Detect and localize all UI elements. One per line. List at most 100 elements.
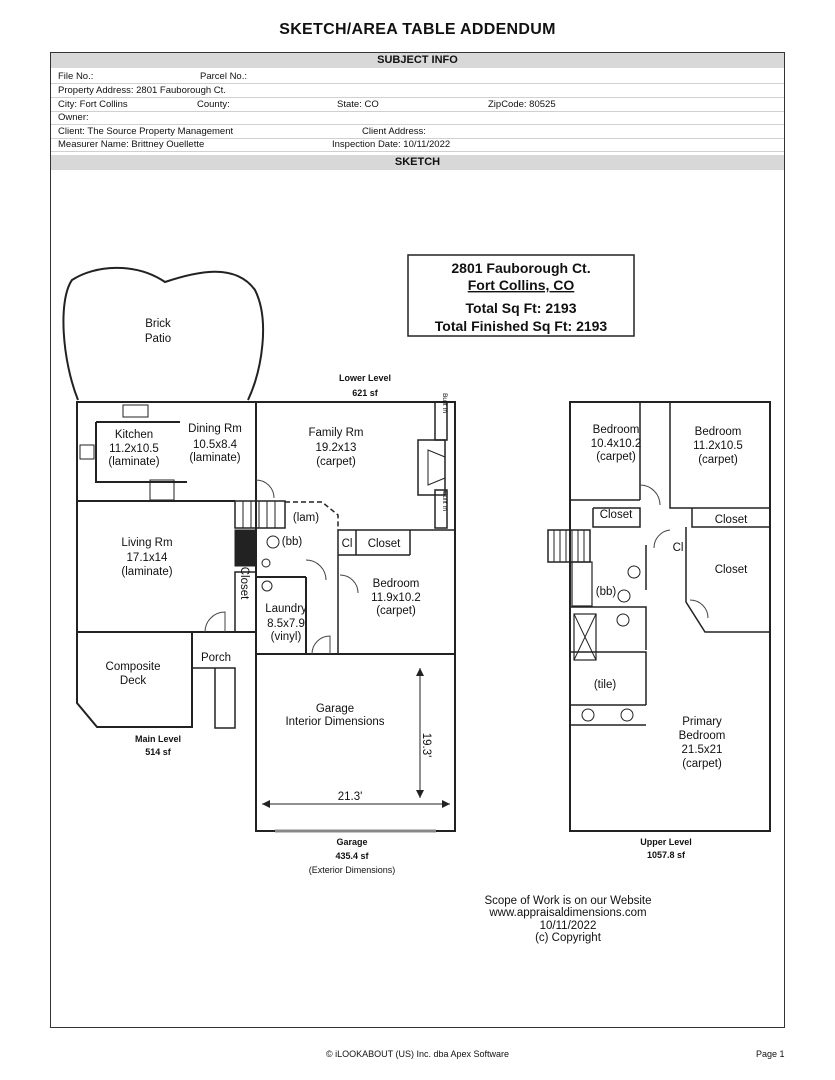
living-floor: (laminate) (121, 566, 172, 578)
county-label: County: (197, 99, 230, 110)
bed1-floor: (carpet) (596, 451, 636, 463)
upper-level-label: Upper Level (640, 837, 692, 847)
primary-name-1: Primary (682, 716, 722, 728)
deck-label-2: Deck (120, 675, 146, 687)
summary-total-finished-sqft: Total Finished Sq Ft: 2193 (435, 318, 608, 334)
cl-label-upper: Cl (673, 542, 684, 554)
laundry-size: 8.5x7.9 (267, 618, 305, 630)
family-name: Family Rm (309, 427, 364, 439)
lower-level-area: 621 sf (352, 388, 379, 398)
laundry-floor: (vinyl) (271, 631, 302, 643)
summary-city: Fort Collins, CO (468, 277, 575, 293)
sketch-heading: SKETCH (51, 155, 784, 170)
patio-label-2: Patio (145, 333, 171, 345)
client: Client: The Source Property Management (58, 126, 234, 137)
property-address: Property Address: 2801 Fauborough Ct. (58, 85, 226, 96)
closet-label-upper-3: Closet (715, 564, 748, 576)
file-row: File No.: Parcel No.: (51, 70, 784, 84)
tile-label: (tile) (594, 679, 617, 691)
measurer-row: Measurer Name: Brittney Ouellette Inspec… (51, 138, 784, 152)
file-no-label: File No.: (58, 71, 94, 82)
primary-size: 21.5x21 (682, 744, 723, 756)
main-level-area: 514 sf (145, 747, 172, 757)
living-size: 17.1x14 (127, 552, 169, 564)
page-number: Page 1 (756, 1049, 785, 1059)
bed2-size: 11.2x10.5 (693, 440, 743, 452)
porch-outline (191, 632, 236, 729)
family-floor: (carpet) (316, 456, 356, 468)
city: City: Fort Collins (58, 99, 128, 110)
bb-label-lower: (bb) (282, 536, 303, 548)
lower-bedroom-floor: (carpet) (376, 605, 416, 617)
closet-label-upper-1: Closet (600, 509, 633, 521)
client-row: Client: The Source Property Management C… (51, 125, 784, 139)
stairs-upper (547, 529, 591, 563)
inspection-date: Inspection Date: 10/11/2022 (332, 139, 451, 150)
scope-line-3: 10/11/2022 (540, 920, 597, 932)
summary-box (407, 254, 635, 337)
garage-level-label: Garage (336, 837, 367, 847)
client-address-label: Client Address: (362, 126, 426, 137)
family-size: 19.2x13 (316, 442, 357, 454)
garage-label-1: Garage (316, 703, 354, 715)
garage-label-2: Interior Dimensions (285, 716, 384, 728)
closet-label-vertical: Closet (238, 567, 250, 600)
garage-width: 21.3' (338, 791, 363, 803)
deck-label-1: Composite (106, 661, 161, 673)
scope-line-4: (c) Copyright (535, 932, 602, 944)
main-level-label: Main Level (135, 734, 181, 744)
lam-label: (lam) (293, 512, 319, 524)
garage-depth: 19.3' (420, 733, 432, 758)
summary-address: 2801 Fauborough Ct. (451, 260, 590, 276)
dining-floor: (laminate) (189, 452, 240, 464)
owner-row: Owner: (51, 111, 784, 125)
closet-label-lower: Closet (368, 538, 401, 550)
bed2-floor: (carpet) (698, 454, 738, 466)
main-level-outline (76, 401, 257, 633)
footer-copyright: © iLOOKABOUT (US) Inc. dba Apex Software (325, 1049, 510, 1059)
brick-patio-outline (62, 266, 265, 401)
kitchen-floor: (laminate) (108, 456, 159, 468)
stairs-main (234, 500, 286, 529)
garage-level-area: 435.4 sf (335, 851, 369, 861)
bb-label-upper: (bb) (596, 586, 617, 598)
scope-line-2: www.appraisaldimensions.com (488, 907, 646, 919)
primary-name-2: Bedroom (679, 730, 726, 742)
primary-floor: (carpet) (682, 758, 722, 770)
closet-label-upper-2: Closet (715, 514, 748, 526)
kitchen-size: 11.2x10.5 (109, 443, 159, 455)
city-row: City: Fort Collins County: State: CO Zip… (51, 98, 784, 112)
built-in-label-2: Built In (441, 491, 448, 511)
deck-outline (76, 632, 193, 728)
bed1-size: 10.4x10.2 (591, 438, 642, 450)
laundry-name: Laundry (265, 603, 307, 615)
garage-exterior-note: (Exterior Dimensions) (309, 865, 396, 875)
lower-bedroom-name: Bedroom (373, 578, 420, 590)
zipcode: ZipCode: 80525 (488, 99, 556, 110)
lower-bedroom-size: 11.9x10.2 (371, 592, 421, 604)
parcel-no-label: Parcel No.: (200, 71, 247, 82)
subject-info-heading: SUBJECT INFO (51, 53, 784, 68)
page-title: SKETCH/AREA TABLE ADDENDUM (279, 21, 556, 38)
summary-total-sqft: Total Sq Ft: 2193 (466, 300, 577, 316)
scope-line-1: Scope of Work is on our Website (484, 895, 651, 907)
state: State: CO (337, 99, 379, 110)
owner-label: Owner: (58, 112, 89, 123)
address-row: Property Address: 2801 Fauborough Ct. (51, 84, 784, 98)
kitchen-name: Kitchen (115, 429, 153, 441)
living-name: Living Rm (121, 537, 172, 549)
built-in-label-1: Built In (441, 393, 448, 413)
bed1-name: Bedroom (593, 424, 640, 436)
fireplace (417, 439, 446, 496)
dining-size: 10.5x8.4 (193, 439, 238, 451)
measurer: Measurer Name: Brittney Ouellette (58, 139, 205, 150)
cl-label-lower: Cl (342, 538, 353, 550)
patio-label-1: Brick (145, 318, 171, 330)
dining-name: Dining Rm (188, 423, 242, 435)
form-frame (50, 52, 785, 1028)
porch-label: Porch (201, 652, 231, 664)
shower (573, 613, 597, 661)
bed2-name: Bedroom (695, 426, 742, 438)
upper-level-area: 1057.8 sf (647, 850, 686, 860)
